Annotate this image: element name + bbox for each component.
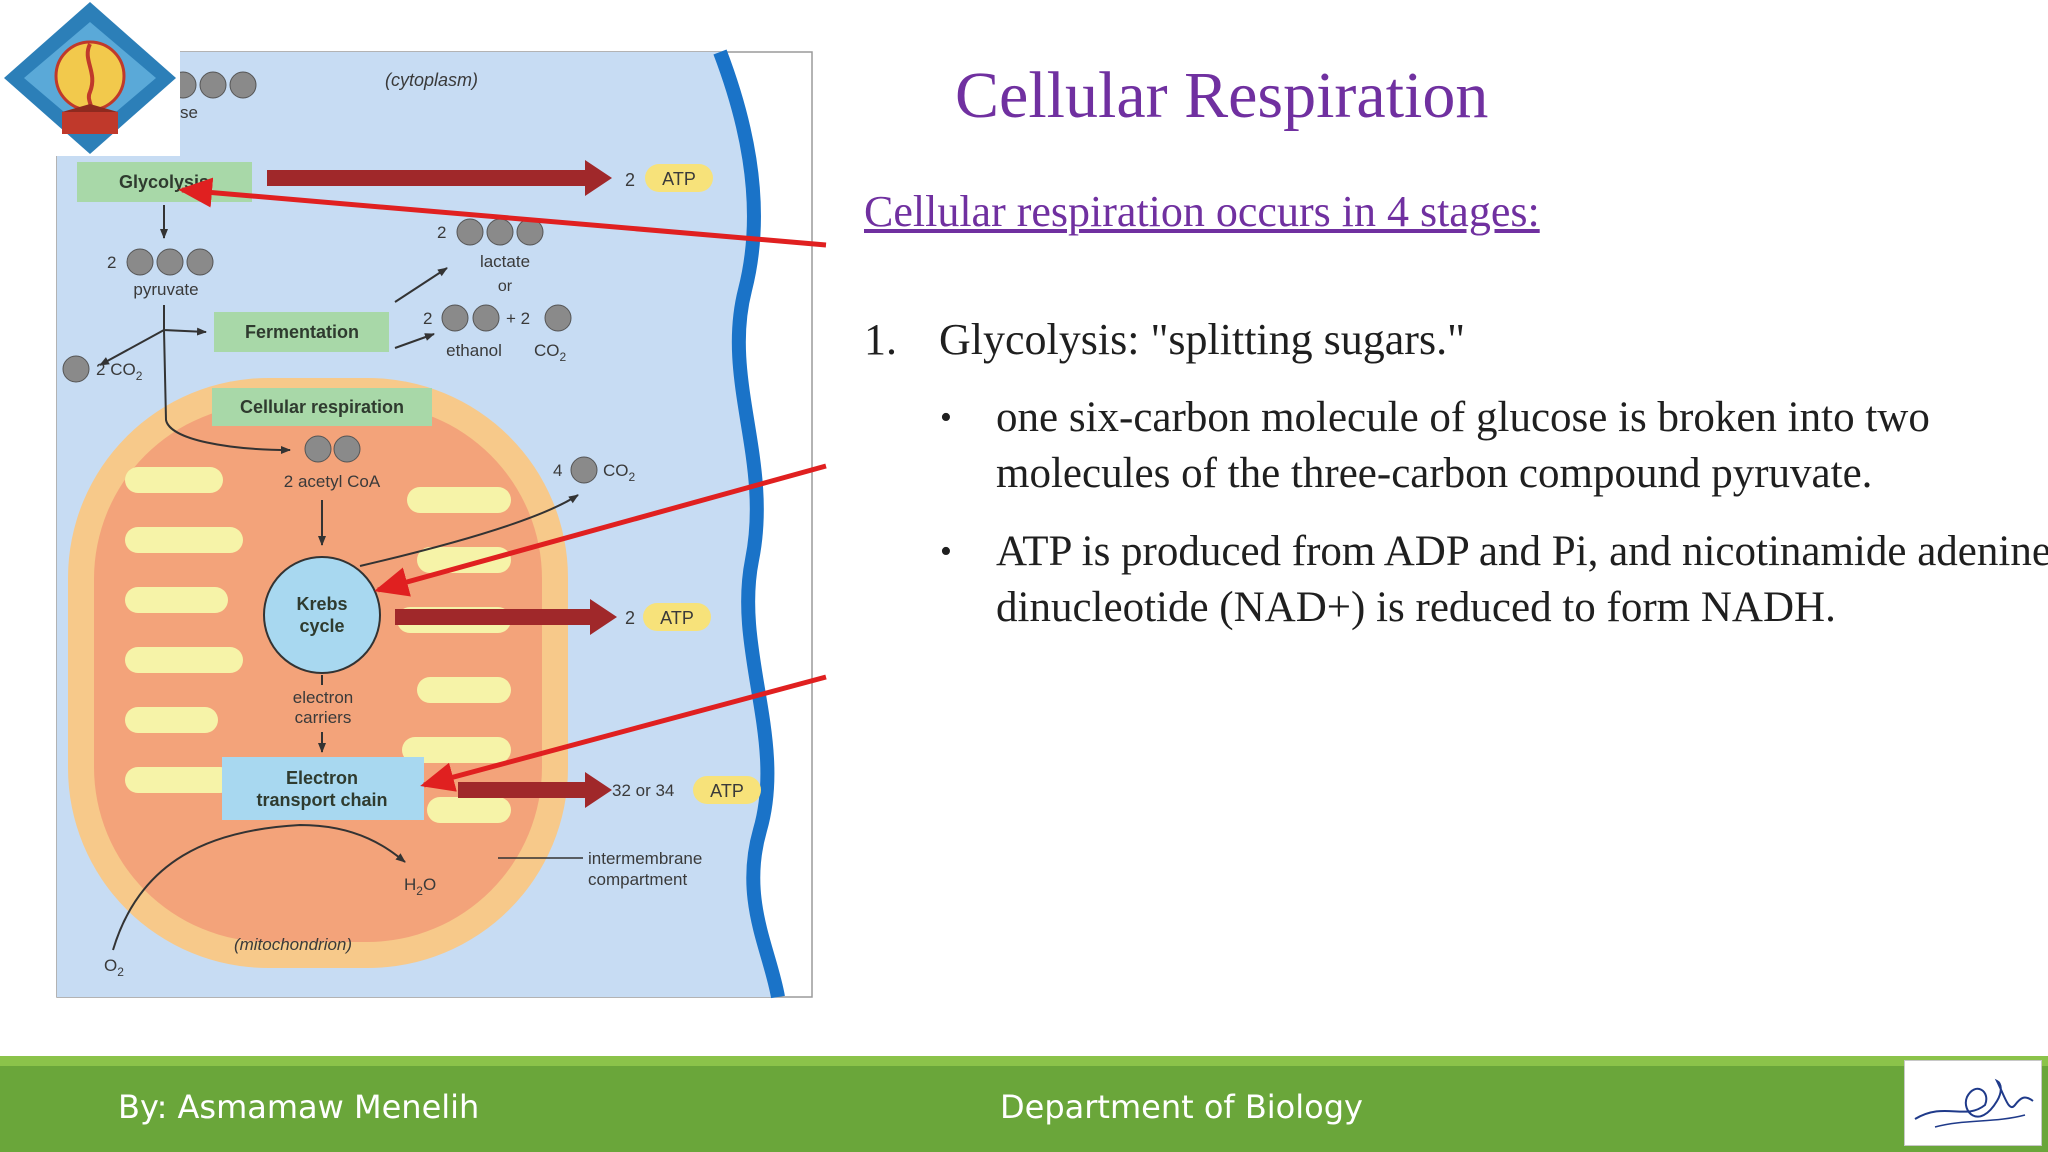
ethanol-carbon [441, 304, 469, 332]
etc-atp-arrow [458, 772, 612, 808]
co2-carbon [544, 304, 572, 332]
cell-membrane [713, 49, 785, 999]
fermentation-co2-label: CO2 [534, 341, 567, 364]
footer-author: By: Asmamaw Menelih [118, 1088, 480, 1126]
glycolysis-atp-count: 2 [625, 170, 635, 190]
bullet-icon: • [940, 399, 952, 436]
oxygen-label: O2 [104, 956, 124, 979]
pyruvate-co2-carbon [62, 355, 90, 383]
co2-release-arrow [99, 329, 165, 366]
fermentation-box [214, 312, 389, 352]
ethanol-label: ethanol [446, 341, 502, 360]
krebs-co2-count: 4 [553, 461, 562, 480]
atp-badge-3 [693, 776, 761, 804]
etc-label-line1: Electron [286, 768, 358, 788]
cellular-respiration-label: Cellular respiration [240, 397, 404, 417]
pointer-arrow-glycolysis [178, 177, 827, 248]
acetyl-coa-label: 2 acetyl CoA [284, 472, 381, 491]
page-title: Cellular Respiration [955, 59, 1489, 132]
or-label: or [498, 278, 513, 295]
glucose-label: se [180, 103, 198, 122]
glycolysis-atp-arrow [267, 160, 612, 196]
atp-badge-1 [645, 164, 713, 192]
krebs-co2-carbon [570, 456, 598, 484]
glucose-carbon [229, 71, 257, 99]
fermentation-label: Fermentation [245, 322, 359, 342]
plus-two-label: + 2 [506, 309, 530, 328]
pointer-arrow-krebs [374, 463, 827, 597]
pyruvate-count: 2 [107, 253, 116, 272]
lactate-label: lactate [480, 252, 530, 271]
krebs-atp-arrow [395, 599, 617, 635]
etc-atp-count: 32 or 34 [612, 781, 674, 800]
bullet-text: one six-carbon molecule of glucose is br… [996, 394, 1930, 497]
university-logo [0, 0, 180, 156]
lactate-carbon [456, 218, 484, 246]
oxygen-to-water-arrow [112, 823, 406, 951]
acetyl-carbon [304, 435, 332, 463]
signature-box [1904, 1060, 2042, 1146]
pyruvate-carbon [186, 248, 214, 276]
pyruvate-carbon [126, 248, 154, 276]
to-lactate-arrow [394, 267, 448, 303]
cytoplasm-label: (cytoplasm) [385, 70, 478, 90]
slide-subtitle: Cellular respiration occurs in 4 stages: [864, 187, 1540, 236]
water-label: H2O [404, 875, 436, 898]
glucose-carbon [199, 71, 227, 99]
krebs-label-line2: cycle [299, 616, 344, 636]
krebs-cycle-circle [263, 556, 381, 674]
electron-carriers-line2: carriers [295, 708, 352, 727]
krebs-co2-arrow [359, 494, 579, 567]
stage-item: 1. Glycolysis: "splitting sugars." [864, 314, 1465, 365]
bullet-text: ATP is produced from ADP and Pi, and nic… [996, 528, 2048, 631]
to-acetyl-arrow [163, 329, 291, 454]
bullet-icon: • [940, 533, 952, 570]
pyruvate-carbon [156, 248, 184, 276]
footer-top-stripe [0, 1056, 2048, 1066]
atp-label-1: ATP [662, 169, 696, 189]
pyruvate-label: pyruvate [133, 280, 198, 299]
krebs-label-line1: Krebs [296, 594, 347, 614]
footer-department: Department of Biology [1000, 1088, 1363, 1126]
krebs-atp-count: 2 [625, 608, 635, 628]
footer-bar [0, 1056, 2048, 1152]
pyruvate-co2-label: 2 CO2 [96, 360, 143, 383]
cellular-respiration-box [212, 388, 432, 426]
stage-text: Glycolysis: "splitting sugars." [939, 315, 1466, 364]
lactate-count: 2 [437, 223, 446, 242]
acetyl-carbon [333, 435, 361, 463]
ethanol-carbon [472, 304, 500, 332]
electron-carriers-line1: electron [293, 688, 353, 707]
lactate-carbon [486, 218, 514, 246]
ethanol-count: 2 [423, 309, 432, 328]
mitochondrion-label: (mitochondrion) [234, 935, 352, 954]
bullet-item: • ATP is produced from ADP and Pi, and n… [940, 524, 2048, 636]
krebs-co2-label: CO2 [603, 461, 636, 484]
pointer-arrow-etc [420, 674, 827, 792]
signature-icon [1914, 1078, 2034, 1128]
intermembrane-line1: intermembrane [588, 849, 702, 868]
intermembrane-line2: compartment [588, 870, 687, 889]
atp-label-2: ATP [660, 608, 694, 628]
electron-transport-chain-box [222, 757, 424, 820]
atp-badge-2 [643, 603, 711, 631]
etc-label-line2: transport chain [256, 790, 387, 810]
stage-number: 1. [864, 315, 897, 364]
to-ethanol-arrow [394, 333, 435, 349]
atp-label-3: ATP [710, 781, 744, 801]
bullet-item: • one six-carbon molecule of glucose is … [940, 390, 2048, 502]
